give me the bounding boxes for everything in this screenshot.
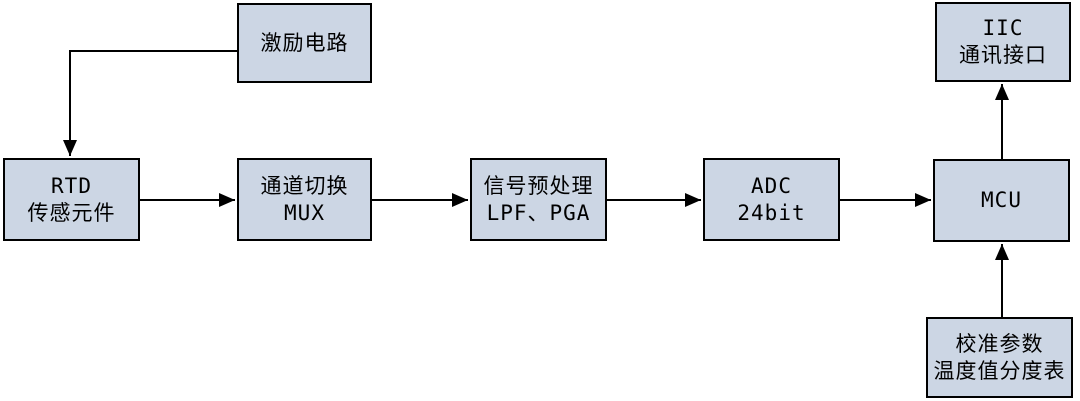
block-adc-label-line2: 24bit [737, 200, 806, 225]
block-signal-preprocess: 信号预处理 LPF、PGA [470, 158, 607, 241]
block-calibration-table: 校准参数 温度值分度表 [926, 317, 1073, 398]
block-adc: ADC 24bit [703, 158, 840, 241]
block-preprocess-label-line1: 信号预处理 [483, 173, 594, 198]
block-iic-label-line2: 通讯接口 [959, 43, 1047, 67]
block-mux-label-line1: 通道切换 [260, 173, 349, 198]
block-mcu-label: MCU [981, 188, 1022, 212]
block-calibration-label-line1: 校准参数 [955, 331, 1044, 356]
block-adc-label-line1: ADC [751, 173, 792, 198]
block-excitation-label: 激励电路 [260, 30, 349, 55]
block-excitation-circuit: 激励电路 [237, 3, 372, 83]
block-mux-label-line2: MUX [284, 200, 325, 225]
arrow-excitation-to-rtd [63, 50, 237, 156]
block-preprocess-label-line2: LPF、PGA [486, 200, 591, 225]
block-rtd-label-line1: RTD [51, 173, 92, 198]
block-iic-interface: IIC 通讯接口 [935, 2, 1071, 82]
block-iic-label-line1: IIC [982, 16, 1024, 40]
block-mcu: MCU [933, 159, 1070, 242]
block-mux: 通道切换 MUX [237, 158, 372, 241]
block-rtd-label-line2: 传感元件 [27, 200, 116, 225]
block-calibration-label-line2: 温度值分度表 [933, 358, 1066, 383]
block-rtd-sensor: RTD 传感元件 [3, 158, 140, 241]
